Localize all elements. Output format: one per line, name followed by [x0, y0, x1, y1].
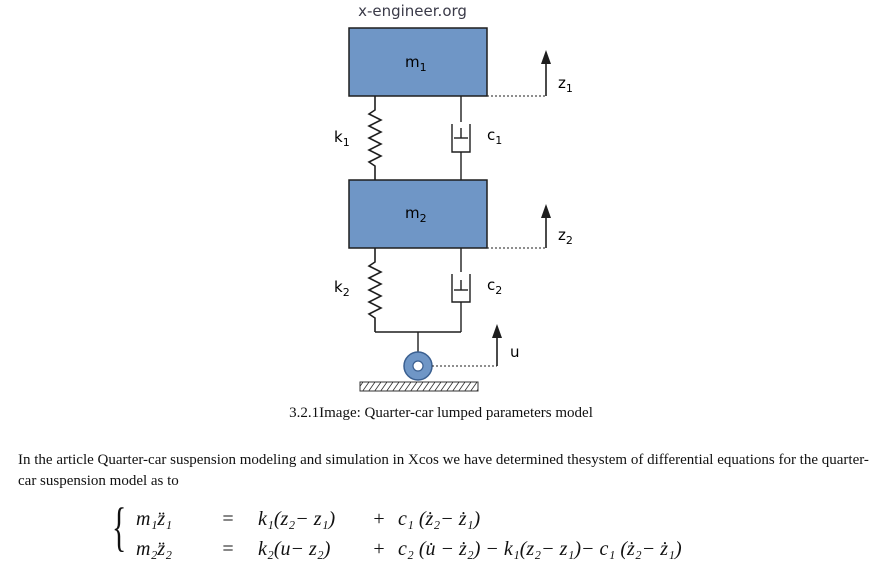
damper-top-label: c1 [487, 126, 502, 147]
eq1-term1: k₁(z₂− z₁) [258, 508, 336, 530]
eq1-term2: c₁ (ż₂− ż₁) [398, 508, 481, 530]
equation-row-1: m₁z̈₁ = k₁(z₂− z₁) + c₁ (ż₂− ż₁) [136, 508, 480, 531]
eq2-term1: k₂(u− z₂) [258, 538, 331, 560]
figure-caption: 3.2.1Image: Quarter-car lumped parameter… [289, 405, 593, 421]
body-paragraph: In the article Quarter-car suspension mo… [18, 452, 869, 489]
wheel-connector [375, 331, 461, 352]
eq1-equals: = [222, 508, 234, 530]
equation-row-2: m₂z̈₂ = k₂(u− z₂) + c₂ (u̇ − ż₂) − k₁(z₂− z₁… [136, 538, 682, 561]
eq2-equals: = [222, 538, 234, 560]
equation-system: { m₁z̈₁ = k₁(z₂− z₁) + c₁ (ż₂− ż₁) m₂z̈₂ = k₂(… [112, 500, 812, 568]
mass-bottom [348, 179, 488, 249]
mass-top [348, 27, 488, 97]
mass-bottom-label: m2 [405, 204, 427, 225]
eq2-lhs: m₂z̈₂ [136, 538, 173, 560]
watermark: x-engineer.org [358, 2, 467, 20]
u-label: u [510, 343, 520, 361]
damper-bottom-label: c2 [487, 276, 502, 297]
eq2-term2: c₂ (u̇ − ż₂) − k₁(z₂− z₁)− c₁ (ż₂− ż₁) [398, 538, 682, 560]
u-arrow [432, 324, 502, 367]
mass-top-label: m1 [405, 53, 427, 74]
wheel-hub [412, 360, 424, 372]
z1-arrow [487, 50, 551, 97]
spring-bottom [367, 248, 383, 332]
spring-bottom-label: k2 [334, 278, 350, 299]
equation-brace: { [112, 497, 127, 557]
spring-top [367, 96, 383, 180]
spring-top-label: k1 [334, 128, 350, 149]
damper-top [451, 96, 471, 180]
z2-arrow [487, 204, 551, 249]
quarter-car-diagram: m1 m2 k1 c1 k2 c2 [334, 27, 573, 392]
ground [359, 381, 479, 392]
eq2-plus: + [373, 538, 385, 560]
z1-label: z1 [558, 74, 573, 95]
eq1-lhs: m₁z̈₁ [136, 508, 173, 530]
z2-label: z2 [558, 226, 573, 247]
eq1-plus: + [373, 508, 385, 530]
damper-bottom [451, 248, 471, 332]
